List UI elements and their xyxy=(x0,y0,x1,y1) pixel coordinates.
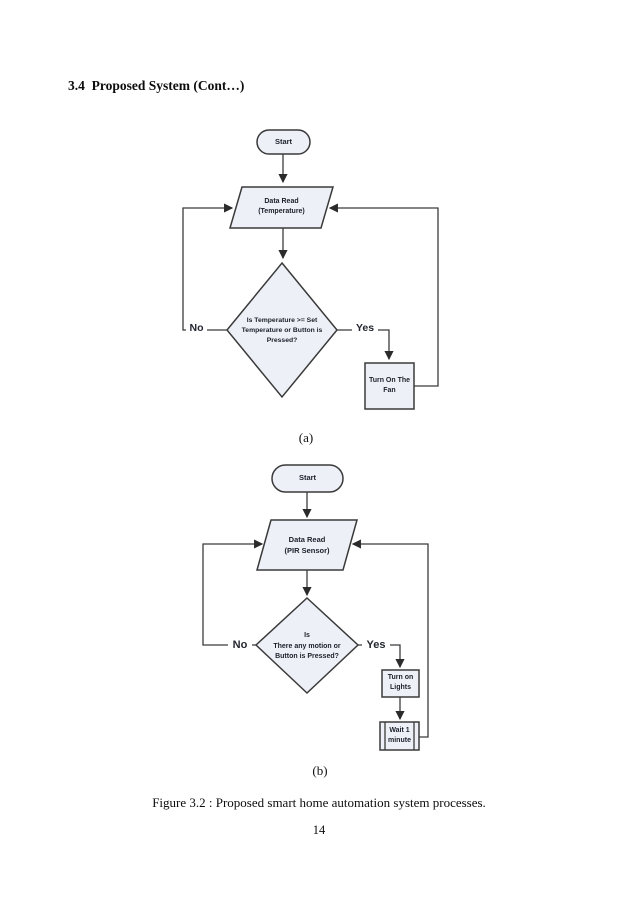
subfigure-label-a: (a) xyxy=(298,430,314,445)
wait-node-b xyxy=(379,721,420,751)
flowchart-b xyxy=(202,464,429,751)
connector-no-loop-a xyxy=(182,203,234,331)
subfigure-label-b: (b) xyxy=(312,763,328,778)
no-label-a: No xyxy=(186,322,207,334)
yes-label-a: Yes xyxy=(352,322,378,334)
decision-label-a: Is Temperature >= Set Temperature or But… xyxy=(241,317,323,344)
connector-no-loop-b xyxy=(202,539,264,646)
process-label-a: Turn On The Fan xyxy=(368,377,411,394)
io-label-b: Data Read (PIR Sensor) xyxy=(284,535,330,555)
figure-caption: Figure 3.2 : Proposed smart home automat… xyxy=(152,795,486,810)
io-label-a: Data Read (Temperature) xyxy=(258,198,305,215)
section-heading: 3.4 Proposed System (Cont…) xyxy=(68,78,245,93)
no-label-b: No xyxy=(228,639,252,651)
start-label-a: Start xyxy=(274,137,293,146)
io-node-a xyxy=(228,186,335,229)
flowchart-a xyxy=(182,129,439,410)
start-label-b: Start xyxy=(298,473,317,482)
connector-return-b xyxy=(351,539,429,738)
process-label-b: Turn on Lights xyxy=(387,674,414,691)
page-number: 14 xyxy=(312,823,326,837)
decision-label-b: Is There any motion or Button is Pressed… xyxy=(273,632,341,660)
process-node-b xyxy=(381,669,420,698)
process-node-a xyxy=(364,362,415,410)
io-node-b xyxy=(256,519,358,571)
decision-node-a xyxy=(226,261,338,399)
decision-node-b xyxy=(254,596,360,695)
connector-return-a xyxy=(328,203,439,387)
wait-label-b: Wait 1 minute xyxy=(388,727,411,744)
yes-label-b: Yes xyxy=(362,639,390,651)
connector-yes-a xyxy=(337,329,394,361)
